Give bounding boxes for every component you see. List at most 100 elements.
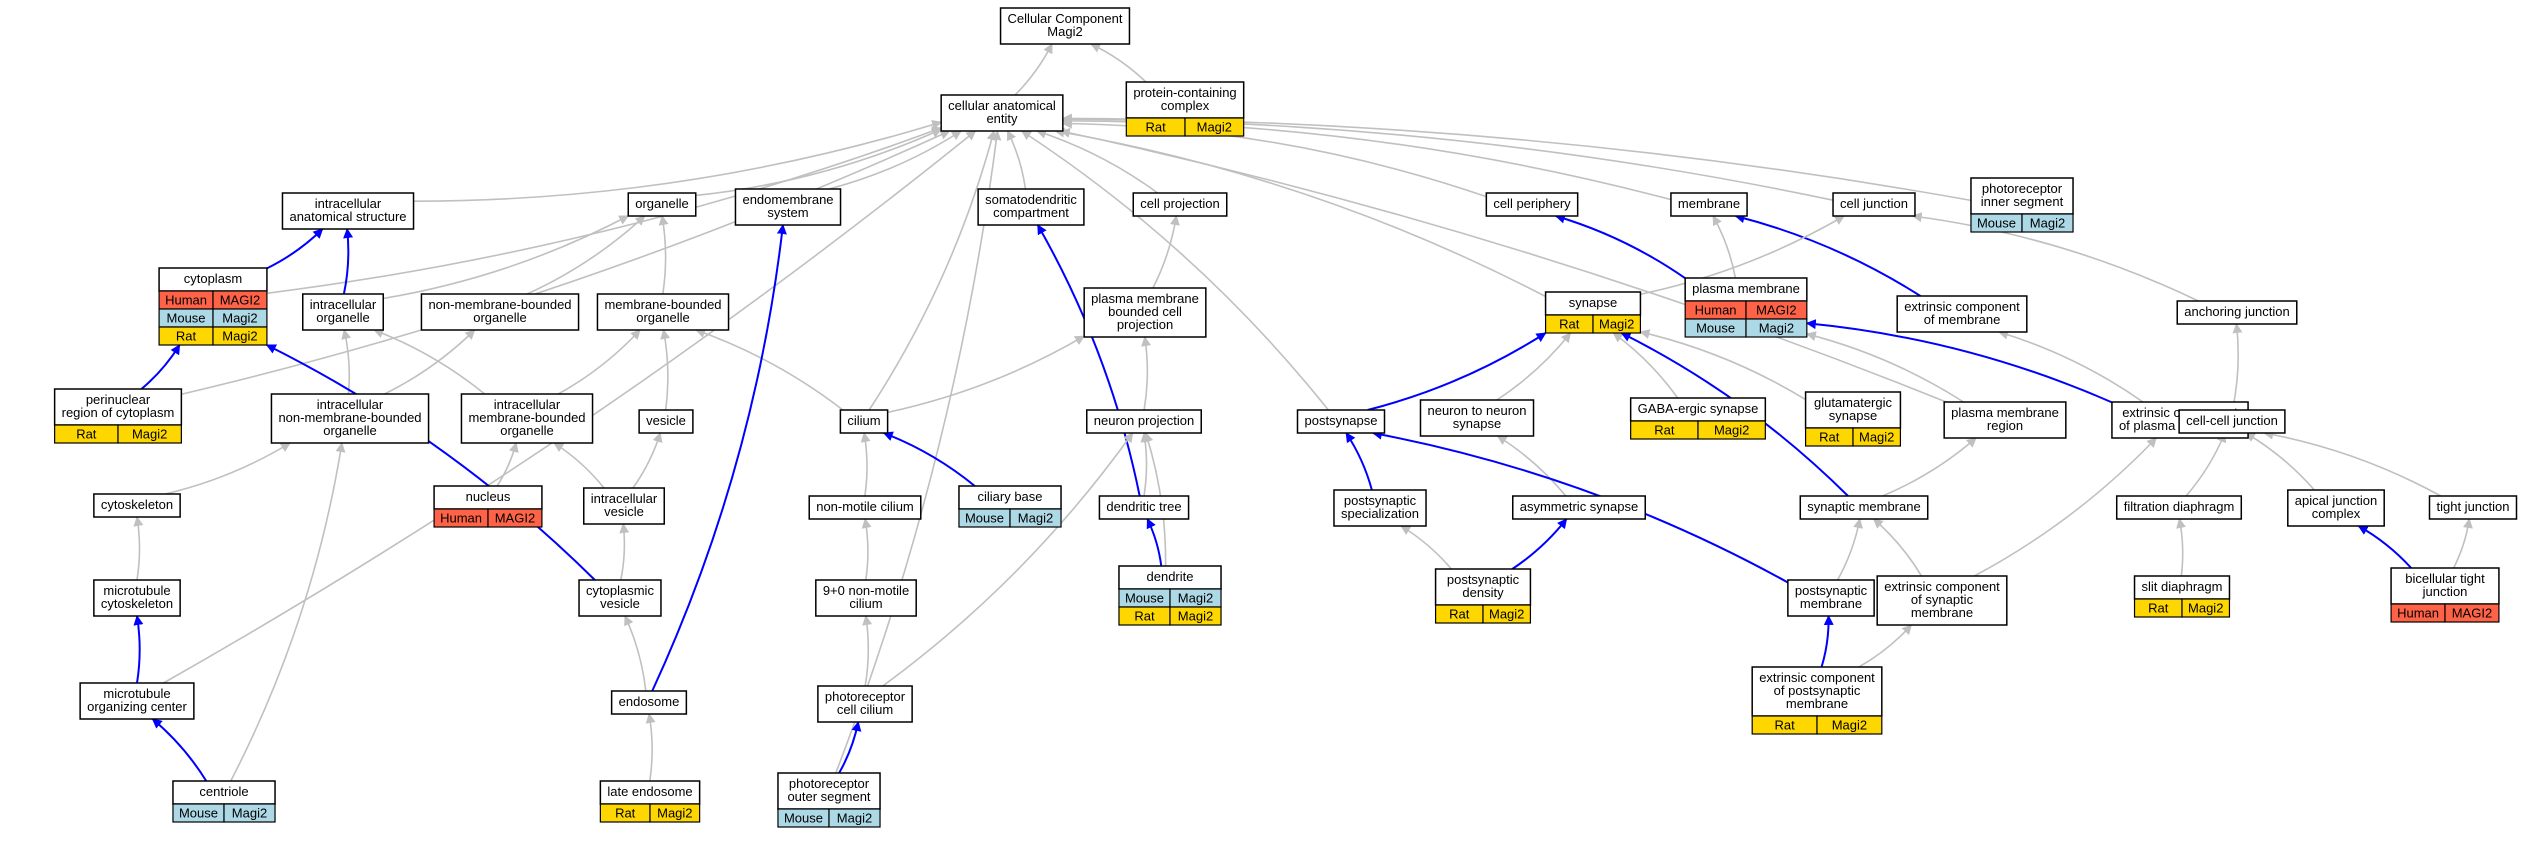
gene-label: MAGI2: [220, 293, 260, 308]
node-label-line: projection: [1117, 317, 1173, 332]
species-label: Mouse: [179, 806, 218, 821]
edge-centriole-to-mtoc: [151, 718, 208, 782]
edge-pmr-to-pm: [1805, 331, 1964, 403]
edge-ecpsm-to-ecsm: [1858, 624, 1913, 668]
node-organelle[interactable]: organelle: [627, 192, 697, 217]
edge-endosome-to-cytves: [624, 615, 647, 692]
node-celljunc[interactable]: cell junction: [1832, 192, 1916, 217]
node-nmcil[interactable]: non-motile cilium: [808, 495, 922, 520]
node-periph[interactable]: cell periphery: [1485, 192, 1579, 217]
node-label-line: organelle: [323, 423, 377, 438]
node-vesicle[interactable]: vesicle: [638, 409, 694, 434]
edge-prcc-to-ninepo: [862, 615, 873, 687]
edge-pm-to-periph: [1554, 213, 1686, 280]
node-label-line: intracellular: [315, 196, 382, 211]
gene-label: Magi2: [1832, 718, 1867, 733]
node-label-line: intracellular: [310, 297, 377, 312]
node-box: [420, 293, 580, 331]
node-cytoskel[interactable]: cytoskeleton: [93, 493, 181, 518]
node-asym[interactable]: asymmetric synapse: [1512, 495, 1646, 520]
node-label-line: specialization: [1341, 506, 1419, 521]
node-membrane[interactable]: membrane: [1670, 192, 1748, 217]
node-ccj[interactable]: cell-cell junction: [2178, 409, 2286, 434]
edge-ecsm-to-synmem: [1872, 518, 1923, 577]
node-postsyn[interactable]: postsynapse: [1296, 409, 1386, 434]
node-neuroproj[interactable]: neuron projection: [1086, 409, 1202, 434]
node-inmbo[interactable]: intracellularnon-membrane-boundedorganel…: [270, 393, 430, 444]
node-label-line: bounded cell: [1108, 304, 1182, 319]
edge-synmem-to-pmr: [1882, 437, 1977, 497]
node-box: [638, 409, 694, 434]
node-label-line: extrinsic component: [1884, 579, 2000, 594]
edge-mtcyto-to-cytoskel: [133, 516, 144, 581]
node-dtree[interactable]: dendritic tree: [1098, 495, 1190, 520]
node-label-line: organelle: [500, 423, 554, 438]
node-cilium[interactable]: cilium: [839, 409, 889, 434]
node-box: [1804, 391, 1902, 429]
edge-pcc-to-root: [1090, 43, 1147, 83]
node-label-line: membrane: [1678, 196, 1740, 211]
node-synmem[interactable]: synaptic membrane: [1799, 495, 1929, 520]
species-label: Rat: [1146, 120, 1167, 135]
node-tight[interactable]: tight junction: [2428, 495, 2518, 520]
node-label-line: density: [1462, 585, 1504, 600]
node-label-line: extrinsic component: [1904, 299, 2020, 314]
node-anchor[interactable]: anchoring junction: [2176, 300, 2298, 325]
edge-psd-to-asym: [1511, 518, 1568, 570]
species-label: Rat: [1449, 607, 1470, 622]
node-box: [1670, 192, 1748, 217]
edge-ecpm-to-ecm: [1998, 329, 2144, 403]
node-cellproj[interactable]: cell projection: [1132, 192, 1228, 217]
node-endosome[interactable]: endosome: [610, 690, 688, 715]
node-box: [2178, 409, 2286, 434]
edge-centriole-to-inmbo: [230, 442, 346, 782]
node-label-line: membrane-bounded: [468, 410, 585, 425]
node-filtdia[interactable]: filtration diaphragm: [2115, 495, 2243, 520]
edge-ninepo-to-nmcil: [861, 518, 872, 581]
node-label-line: of synaptic: [1911, 592, 1974, 607]
node-box: [93, 579, 181, 617]
species-label: Rat: [1559, 317, 1580, 332]
